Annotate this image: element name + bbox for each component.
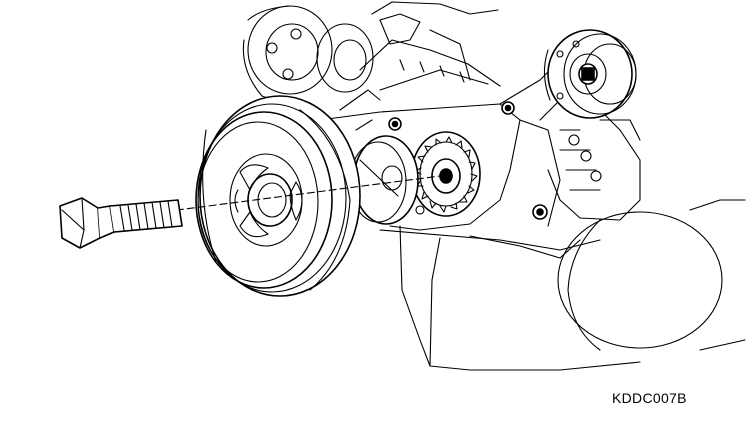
crankshaft-bolt-icon: [59, 197, 183, 249]
figure-code-label: KDDC007B: [612, 390, 687, 406]
timing-gear-icon: [411, 131, 481, 217]
engine-block-icon: [242, 1, 746, 371]
idler-pulley-icon: [543, 29, 637, 119]
crankshaft-pulley-icon: [195, 95, 361, 297]
